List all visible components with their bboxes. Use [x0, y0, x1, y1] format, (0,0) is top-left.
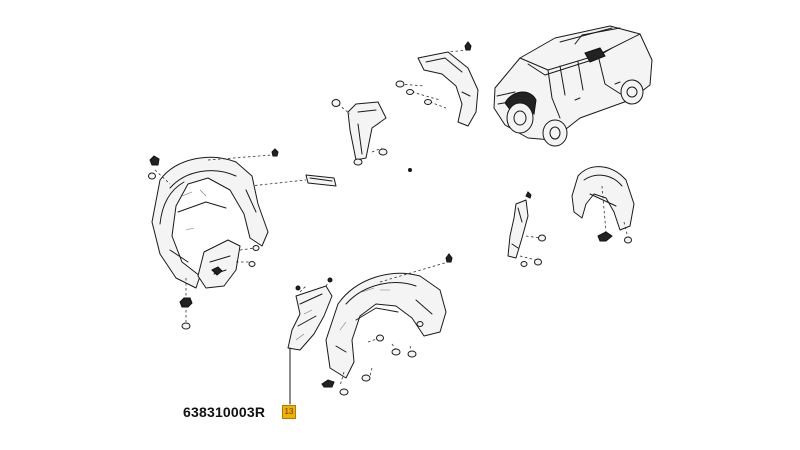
upper-mud-flap-part: [399, 49, 479, 127]
front-wheel-arch-liner: [148, 148, 279, 304]
callout-badge[interactable]: 13: [282, 405, 296, 419]
bracket-part: [331, 99, 412, 172]
clip-fasteners-left: [179, 245, 260, 330]
rear-small-liner: [571, 166, 635, 244]
vertical-bracket-right: [507, 191, 546, 267]
clip-fasteners-top: [395, 41, 472, 105]
liner-front-flap: [197, 239, 257, 289]
vehicle-illustration: [493, 25, 653, 147]
seal-strip-part: [249, 174, 337, 187]
lower-bracket-part: [287, 277, 333, 405]
part-number-label: 638310003R: [183, 404, 266, 420]
rear-wheel-arch-liner: [321, 253, 453, 396]
